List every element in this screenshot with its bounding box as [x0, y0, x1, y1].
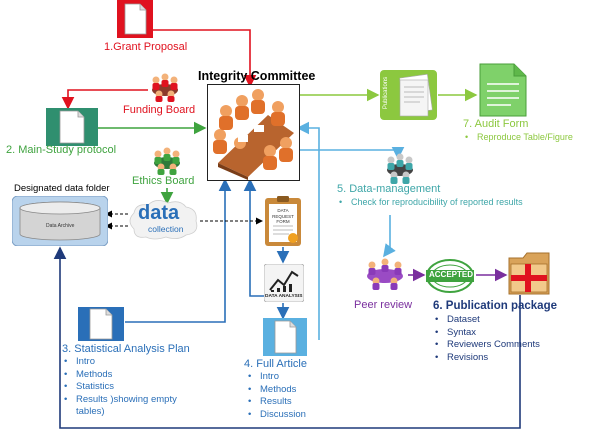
grant-proposal-document-icon: [117, 0, 153, 38]
publication-package-item: Reviewers Comments: [433, 339, 540, 352]
peer-review-meeting-icon: [362, 256, 408, 290]
audit-form-document-icon: [478, 62, 528, 118]
publication-package-items: Dataset Syntax Reviewers Comments Revisi…: [433, 314, 540, 364]
data-analysis-text: DATA ANALYSIS: [265, 294, 303, 299]
sap-item: Results )showing empty: [62, 394, 177, 407]
arrow-funding-to-protocol: [61, 89, 148, 110]
full-article-title: 4. Full Article: [244, 358, 307, 370]
data-analysis-chart-icon: DATA ANALYSIS: [263, 263, 305, 303]
sap-item: Intro: [62, 356, 177, 369]
publications-icon-label: Publications: [383, 76, 390, 110]
data-archive-cylinder-icon: Data Archive: [11, 195, 109, 247]
integrity-committee-title: Integrity Committee: [198, 69, 316, 83]
data-collection-sub: collection: [148, 224, 184, 234]
arrow-article-to-committee: [296, 121, 320, 340]
main-study-protocol-label: 2. Main-Study protocol: [6, 144, 117, 156]
publication-package-item: Syntax: [433, 327, 540, 340]
accepted-stamp-text: ACCEPTED: [429, 270, 474, 279]
arrow-grant-to-committee: [153, 29, 257, 88]
accepted-stamp-icon: ACCEPTED: [425, 258, 475, 294]
integrity-committee-meeting-icon: [207, 84, 300, 181]
data-folder-label: Designated data folder: [14, 183, 110, 194]
audit-form-item: Reproduce Table/Figure: [463, 131, 573, 144]
sap-document-icon: [78, 307, 124, 341]
funding-board-meeting-icon: [148, 70, 182, 102]
data-request-form-text: DATA REQUEST FORM: [272, 208, 294, 224]
publication-package-item: Dataset: [433, 314, 540, 327]
publication-package-title: 6. Publication package: [433, 300, 557, 312]
audit-form-items: Reproduce Table/Figure: [463, 131, 573, 144]
sap-items: Intro Methods Statistics Results )showin…: [62, 356, 177, 419]
arrow-datamanagement-to-peerreview: [383, 215, 396, 258]
data-request-form-clipboard-icon: DATA REQUEST FORM: [265, 196, 301, 246]
data-collection-word: data: [138, 202, 180, 224]
full-article-items: Intro Methods Results Discussion: [246, 371, 306, 421]
publication-package-item: Revisions: [433, 352, 540, 365]
sap-item: Statistics: [62, 381, 177, 394]
protocol-document-icon: [46, 108, 98, 146]
funding-board-label: Funding Board: [123, 104, 196, 116]
sap-title: 3. Statistical Analysis Plan: [62, 343, 190, 355]
grant-proposal-label: 1.Grant Proposal: [104, 41, 188, 53]
ethics-board-label: Ethics Board: [132, 175, 195, 187]
data-archive-label: Data Archive: [46, 223, 75, 229]
full-article-item: Methods: [246, 384, 306, 397]
data-collection-cloud-icon: data collection: [126, 199, 200, 241]
publication-package-folder-icon: [507, 250, 551, 296]
audit-form-title: 7. Audit Form: [463, 118, 529, 130]
data-management-title: 5. Data-management: [337, 183, 441, 195]
publications-icon: Publications: [380, 70, 437, 120]
full-article-item: Discussion: [246, 409, 306, 422]
full-article-item: Results: [246, 396, 306, 409]
full-article-item: Intro: [246, 371, 306, 384]
sap-item-continuation: tables): [76, 406, 105, 417]
full-article-document-icon: [263, 318, 307, 356]
ethics-board-meeting-icon: [150, 145, 184, 175]
sap-item: Methods: [62, 369, 177, 382]
peer-review-label: Peer review: [354, 299, 413, 311]
data-management-item: Check for reproducibility of reported re…: [337, 196, 523, 209]
data-management-meeting-icon: [383, 150, 417, 184]
data-management-items: Check for reproducibility of reported re…: [337, 196, 523, 209]
arrow-sap-to-committee: [125, 178, 232, 323]
